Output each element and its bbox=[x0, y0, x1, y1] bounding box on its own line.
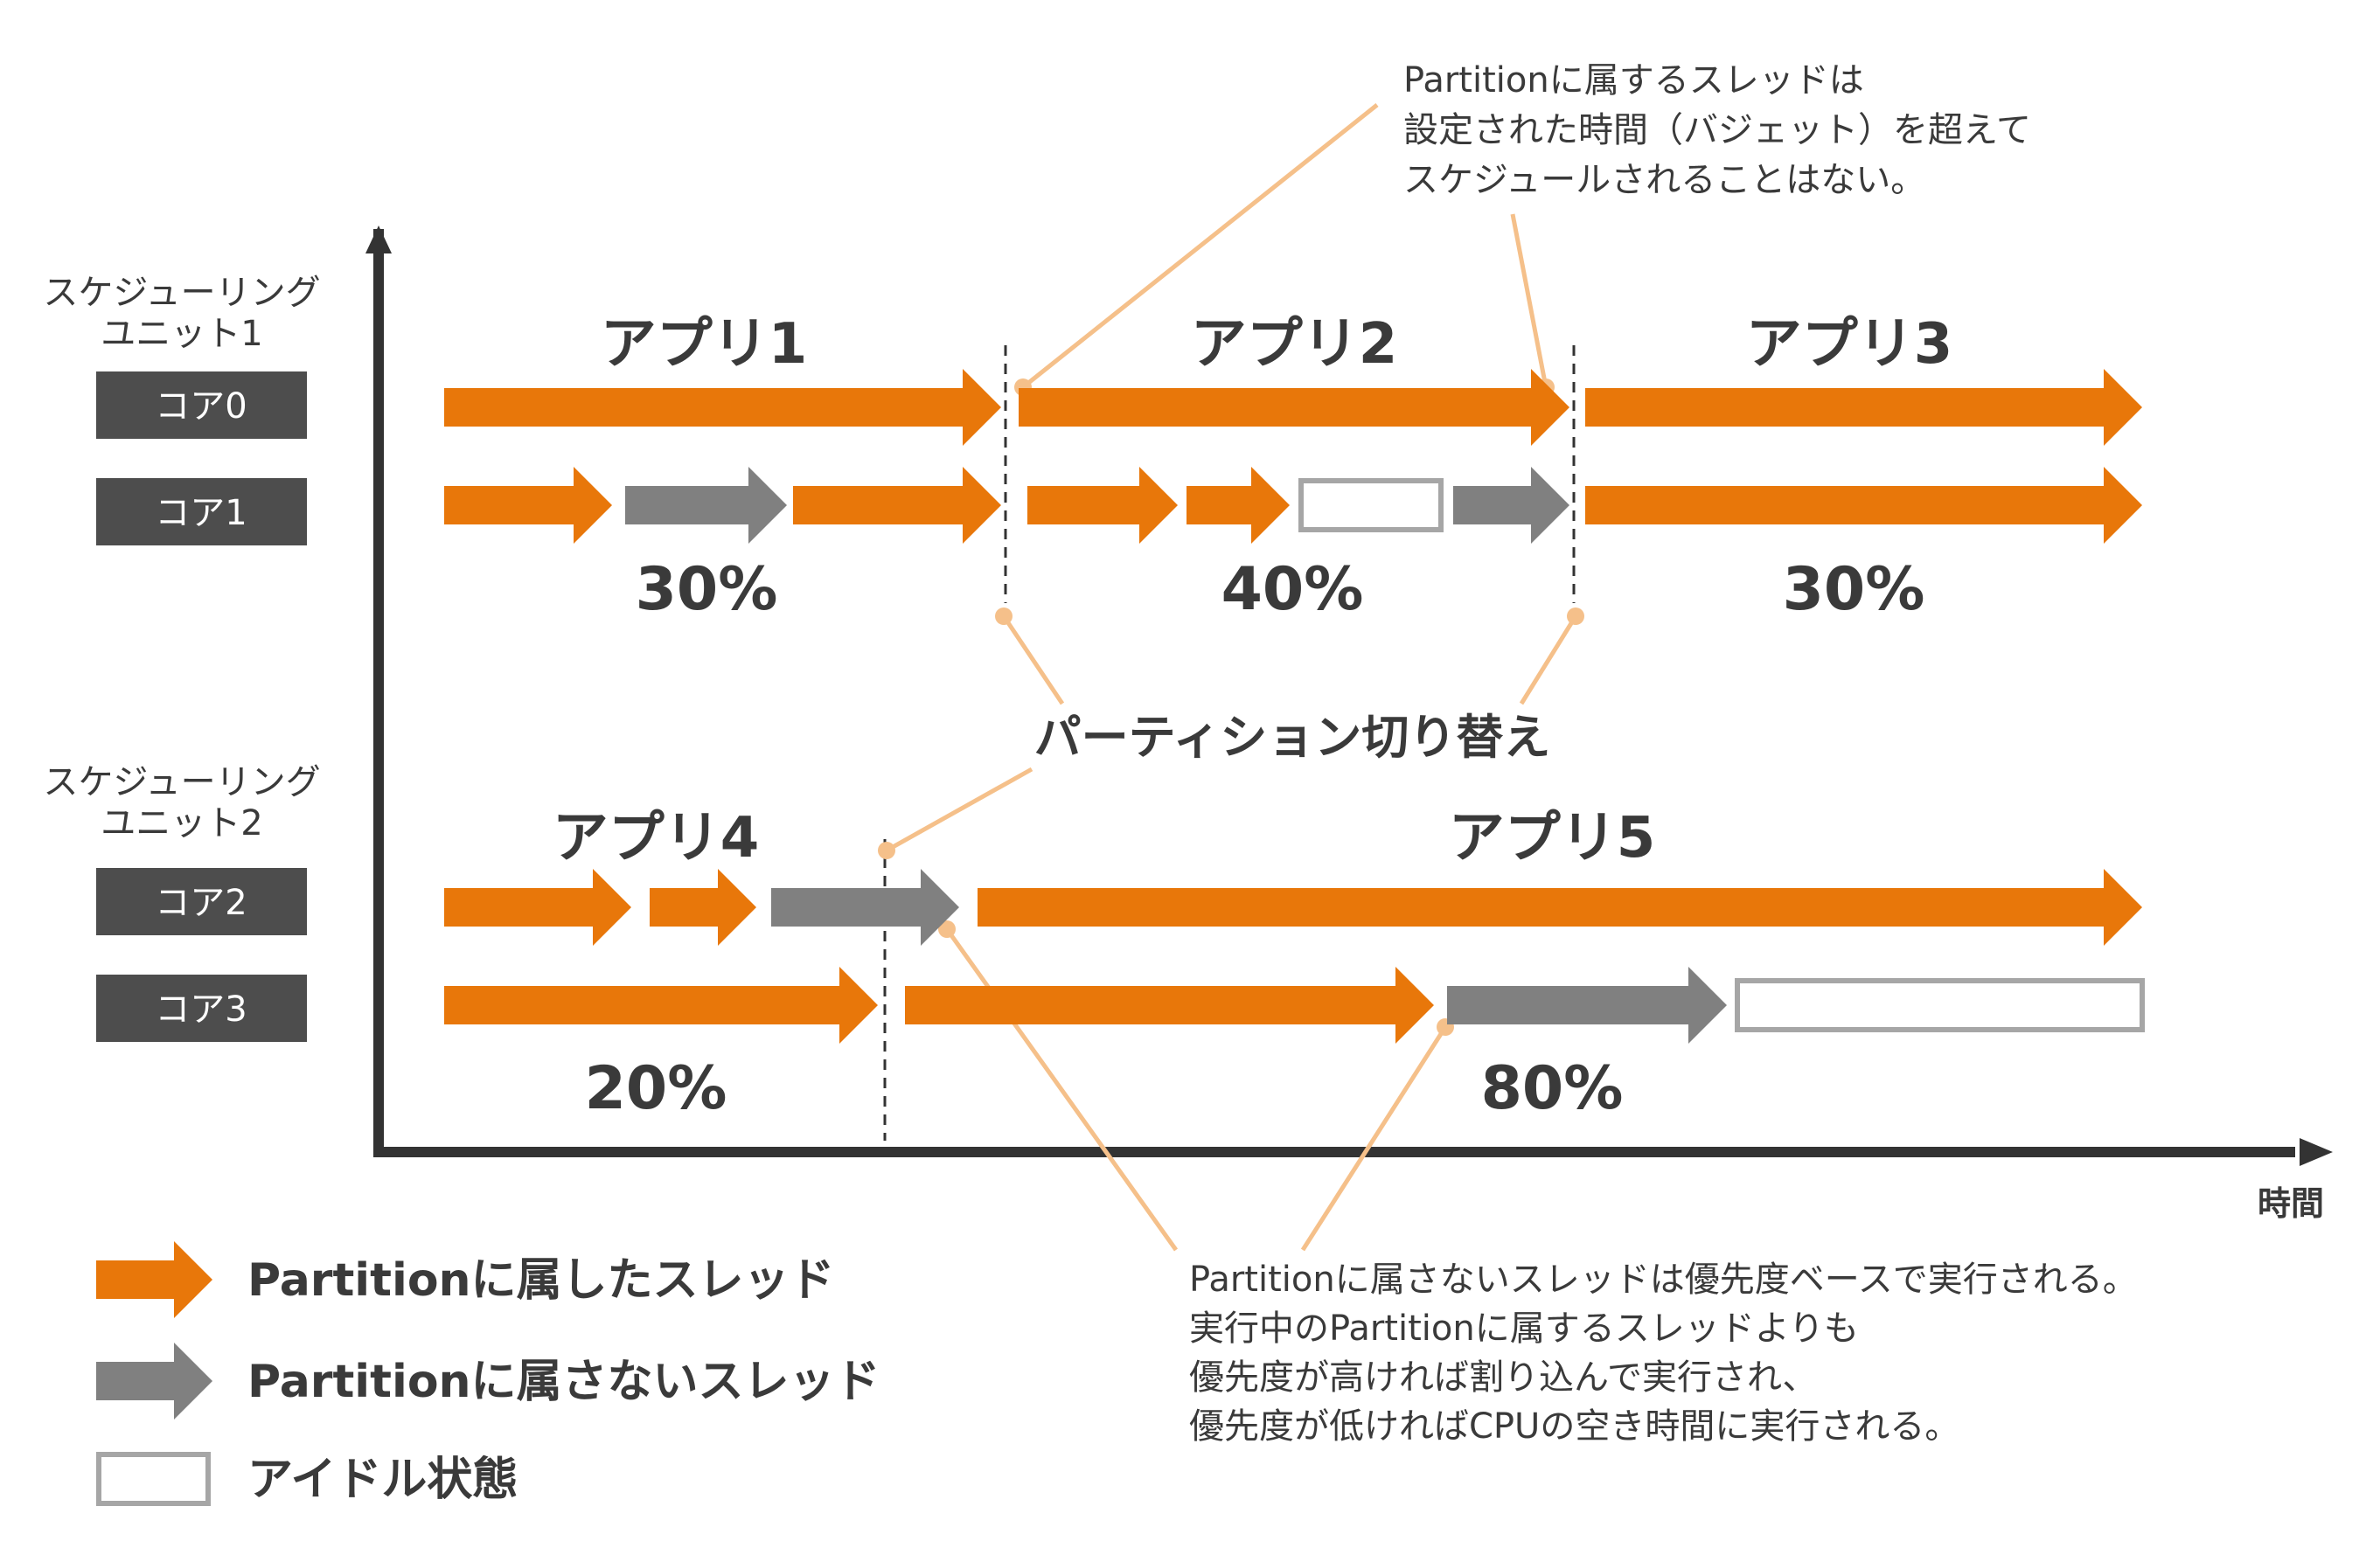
callout-dot bbox=[938, 920, 956, 938]
core-1-label: コア1 bbox=[155, 493, 247, 533]
legend-idle-box bbox=[96, 1452, 211, 1506]
callout-line-budget-left bbox=[1021, 103, 1379, 389]
legend-partition-thread-arrow bbox=[96, 1241, 212, 1318]
y-axis-arrowhead bbox=[365, 226, 392, 253]
core-1-segment-3-partition-thread-arrow bbox=[793, 467, 1001, 544]
core-1-segment-5-partition-thread-arrow bbox=[1187, 467, 1290, 544]
core-2-segment-4-partition-thread-arrow bbox=[978, 869, 2142, 946]
app-3-label: アプリ3 bbox=[1746, 312, 1953, 377]
app-4-label: アプリ4 bbox=[553, 806, 760, 871]
legend-label-partition: Partitionに属したスレッド bbox=[247, 1254, 835, 1307]
callout-dot bbox=[878, 842, 895, 859]
legend: Partitionに属したスレッド Partitionに属さないスレッド アイド… bbox=[96, 1241, 880, 1506]
unit-2-label-line-2: ユニット2 bbox=[101, 803, 262, 843]
partition-switch-label: パーティション切り替え bbox=[1034, 710, 1551, 765]
core-3-segment-1-partition-thread-arrow bbox=[444, 967, 878, 1044]
core-2-segment-2-partition-thread-arrow bbox=[650, 869, 756, 946]
core-3-segment-4-idle-box bbox=[1735, 978, 2145, 1032]
core-1-segment-1-partition-thread-arrow bbox=[444, 467, 612, 544]
budget-annotation: Partitionに属するスレッドは 設定された時間（バジェット）を超えて スケ… bbox=[1403, 60, 2031, 200]
callout-dot bbox=[1567, 607, 1584, 625]
core-1-label-box bbox=[96, 478, 307, 545]
budget-app-2: 40% bbox=[1221, 555, 1364, 624]
core-1-segment-2-non-partition-thread-arrow bbox=[625, 467, 787, 544]
callout-line-budget-right bbox=[1510, 213, 1548, 388]
priority-annotation: Partitionに属さないスレッドは優先度ベースで実行される。 実行中のPar… bbox=[1189, 1260, 2138, 1447]
legend-non-partition-thread-arrow bbox=[96, 1343, 212, 1420]
budget-app-1: 30% bbox=[636, 555, 778, 624]
partition-switch-lines bbox=[883, 345, 1576, 1141]
core-1-segment-6-idle-box bbox=[1298, 478, 1444, 532]
x-axis-arrowhead bbox=[2300, 1138, 2333, 1166]
budget-app-4: 20% bbox=[585, 1054, 727, 1123]
core-3-segment-3-non-partition-thread-arrow bbox=[1447, 967, 1727, 1044]
budget-note-line-1: Partitionに属するスレッドは bbox=[1403, 60, 1864, 101]
core-1-segment-8-partition-thread-arrow bbox=[1585, 467, 2142, 544]
core-2-label-box bbox=[96, 868, 307, 935]
budget-note-line-2: 設定された時間（バジェット）を超えて bbox=[1403, 110, 2031, 150]
callout-line-switch-unit2 bbox=[885, 767, 1033, 853]
priority-note-line-4: 優先度が低ければCPUの空き時間に実行される。 bbox=[1189, 1406, 1959, 1447]
core-3-segment-2-partition-thread-arrow bbox=[905, 967, 1434, 1044]
core-1-segment-7-non-partition-thread-arrow bbox=[1453, 467, 1569, 544]
callout-dot bbox=[995, 607, 1013, 625]
core-0-label-box bbox=[96, 371, 307, 439]
budget-app-5: 80% bbox=[1481, 1054, 1624, 1123]
unit-2-label-line-1: スケジューリング bbox=[43, 762, 320, 802]
legend-label-non-partition: Partitionに属さないスレッド bbox=[247, 1356, 880, 1408]
core-2-segment-1-partition-thread-arrow bbox=[444, 869, 631, 946]
axes: 時間 bbox=[365, 226, 2333, 1223]
app-5-label: アプリ5 bbox=[1449, 806, 1656, 871]
callout-line-priority-left bbox=[944, 927, 1179, 1252]
callout-line-priority-right bbox=[1300, 1025, 1448, 1252]
core-3-label: コア3 bbox=[155, 989, 247, 1030]
callout-dots bbox=[878, 378, 1584, 1036]
unit-1-label-line-1: スケジューリング bbox=[43, 273, 320, 313]
scheduling-unit-2: スケジューリング ユニット2 コア2 コア3 アプリ4 アプリ5 20% 80% bbox=[43, 762, 1655, 1123]
unit-1-label-line-2: ユニット1 bbox=[101, 314, 262, 354]
priority-note-line-1: Partitionに属さないスレッドは優先度ベースで実行される。 bbox=[1189, 1260, 2138, 1300]
app-1-label: アプリ1 bbox=[601, 312, 808, 377]
legend-label-idle: アイドル状態 bbox=[247, 1454, 518, 1506]
core-0-segment-2-partition-thread-arrow bbox=[1019, 369, 1569, 446]
callout-line-switch-right bbox=[1519, 614, 1578, 705]
core-0-segment-3-partition-thread-arrow bbox=[1585, 369, 2142, 446]
budget-note-line-3: スケジュールされることはない。 bbox=[1403, 160, 1925, 200]
core-1-segment-4-partition-thread-arrow bbox=[1027, 467, 1178, 544]
core-2-segment-3-non-partition-thread-arrow bbox=[771, 869, 959, 946]
app-2-label: アプリ2 bbox=[1191, 312, 1398, 377]
callout-lines bbox=[885, 103, 1578, 1252]
priority-note-line-3: 優先度が高ければ割り込んで実行され、 bbox=[1189, 1357, 1817, 1398]
priority-note-line-2: 実行中のPartitionに属するスレッドよりも bbox=[1189, 1309, 1859, 1349]
core-0-segment-1-partition-thread-arrow bbox=[444, 369, 1001, 446]
x-axis-label: 時間 bbox=[2258, 1184, 2324, 1223]
scheduling-unit-1: スケジューリング ユニット1 コア0 コア1 アプリ1 アプリ2 アプリ3 30… bbox=[43, 273, 1952, 624]
budget-app-3: 30% bbox=[1783, 555, 1925, 624]
legend-swatches bbox=[96, 1241, 212, 1506]
callout-line-switch-left bbox=[1001, 614, 1065, 705]
core-0-label: コア0 bbox=[155, 386, 247, 427]
core-2-label: コア2 bbox=[155, 883, 247, 923]
core-3-label-box bbox=[96, 975, 307, 1042]
thread-arrows bbox=[444, 369, 2145, 1044]
